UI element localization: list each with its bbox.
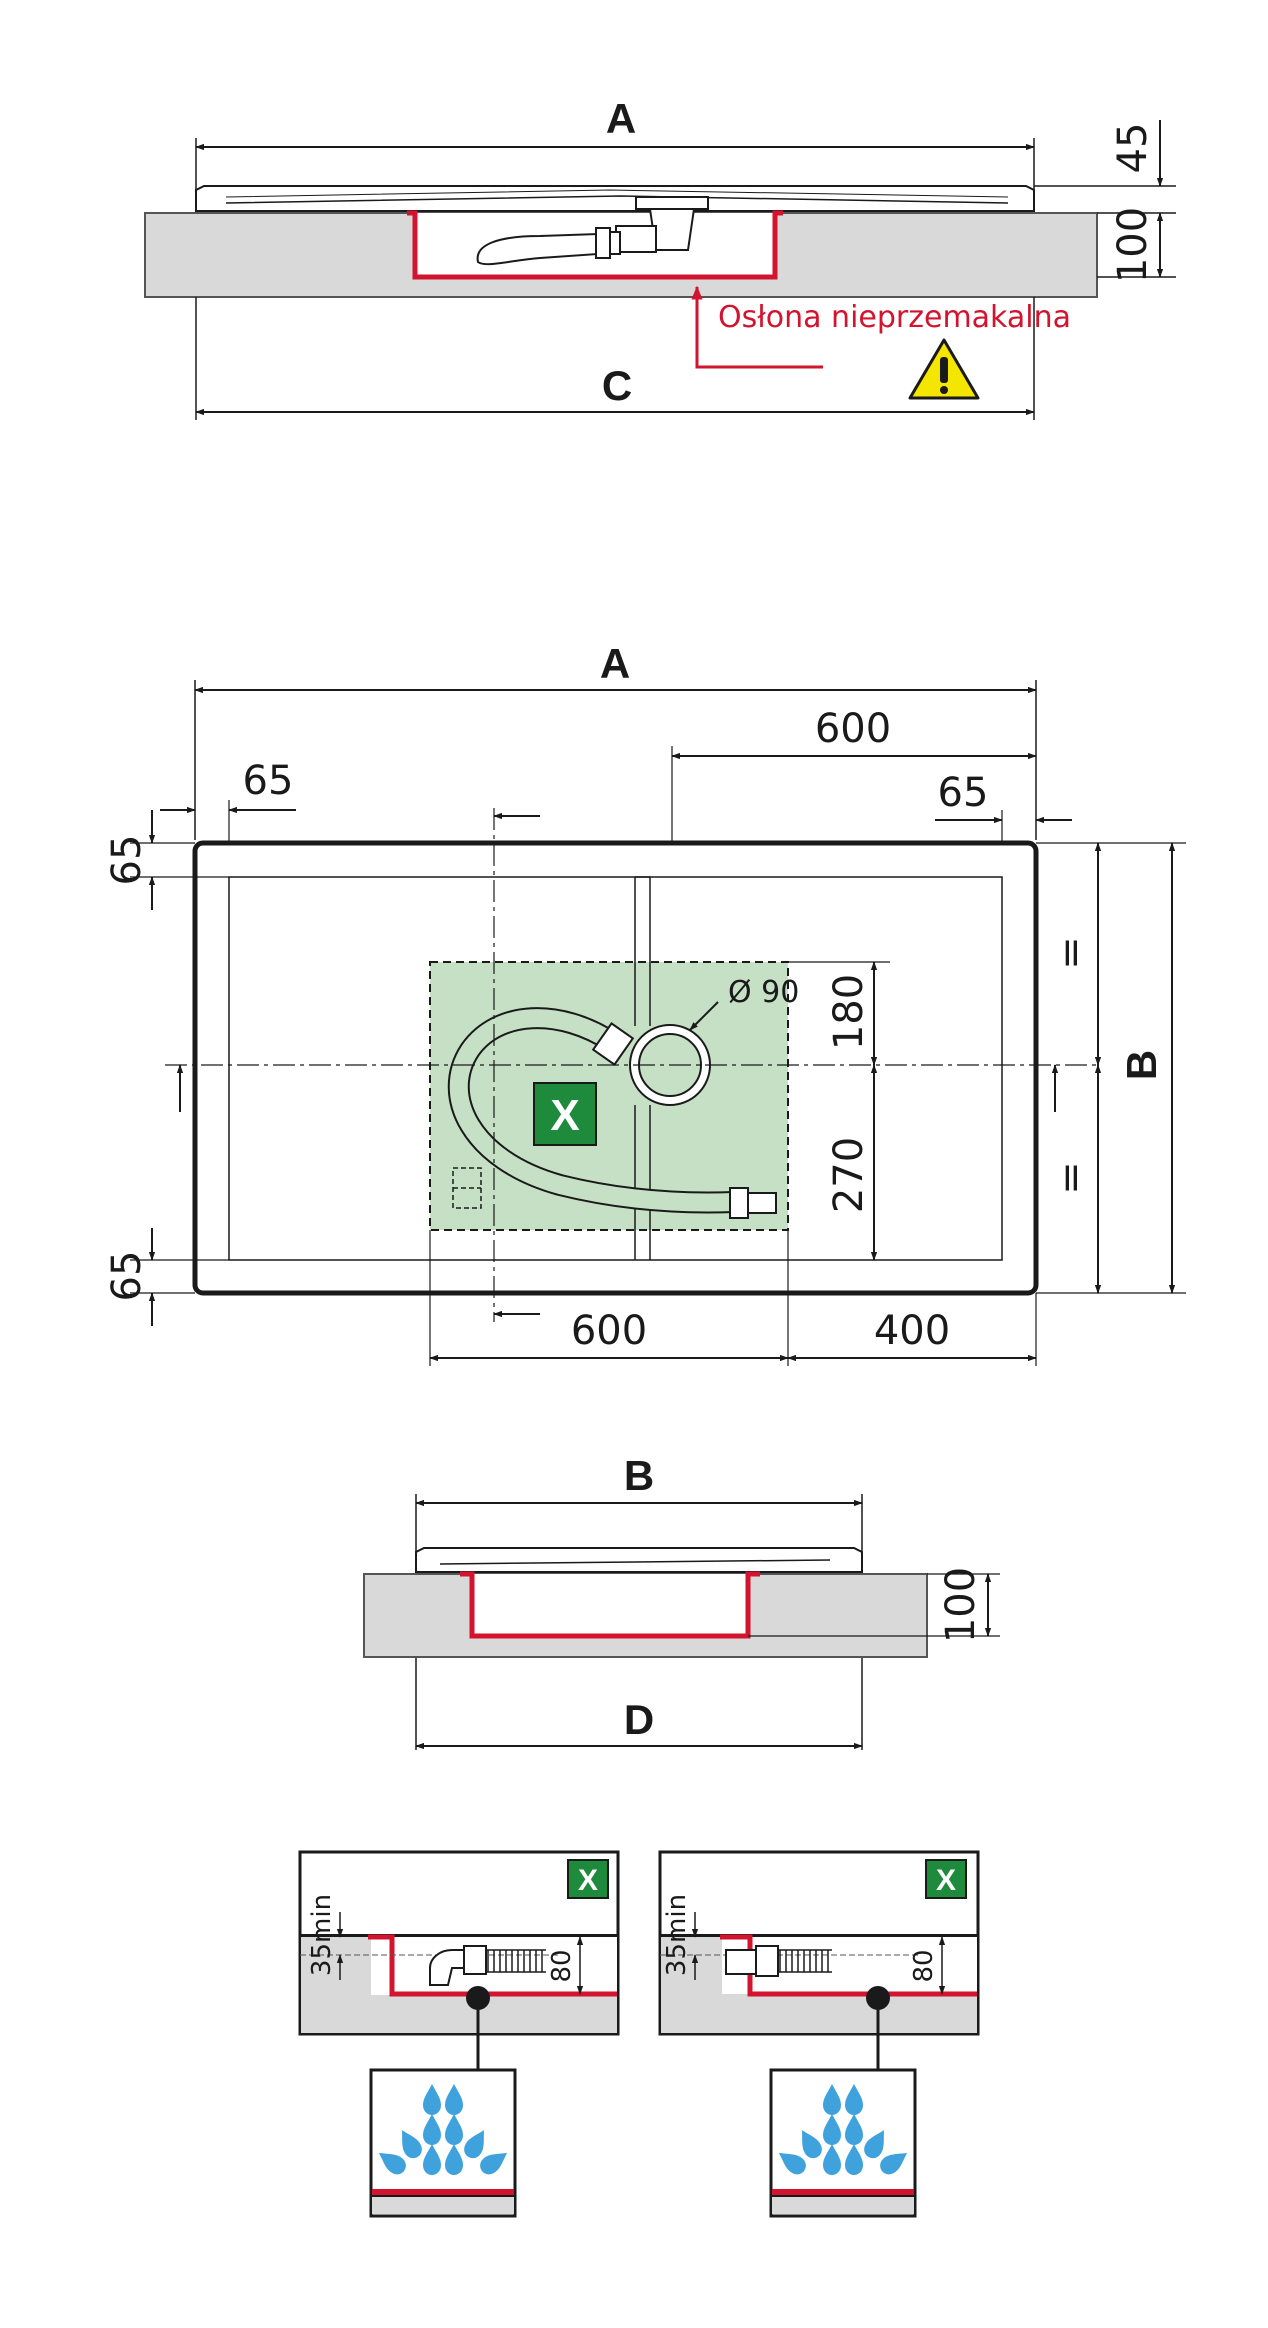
- detail-right-min-label: 35min: [662, 1894, 692, 1976]
- detail-left-badge: X: [578, 1864, 598, 1897]
- dim-drain-from-right: 600: [815, 706, 891, 752]
- zone-badge-label: X: [550, 1091, 579, 1140]
- label-d: D: [624, 1696, 654, 1743]
- side-view-short: B 100 D: [363, 1452, 1000, 1750]
- dim-recess-depth-short: 100: [938, 1567, 984, 1643]
- detail-left: 35min 80 X: [298, 1850, 620, 2218]
- zone-badge: [533, 1082, 597, 1146]
- shower-tray-profile-short: [415, 1547, 863, 1573]
- waterproof-membrane-short: [460, 1571, 760, 1639]
- dim-recess-depth-long: 100: [1110, 207, 1156, 283]
- dim-rim-right: 65: [938, 770, 989, 816]
- dim-zone-width: 600: [571, 1308, 647, 1354]
- dim-below-axis: 270: [826, 1137, 872, 1213]
- plan-view: A 600 65 65 65 65: [104, 640, 1186, 1366]
- hose-icon: [476, 227, 621, 266]
- detail-right-badge: X: [936, 1864, 956, 1897]
- detail-right: 35min 80 X: [658, 1850, 980, 2218]
- warning-text: Osłona nieprzemakalna: [718, 300, 1071, 335]
- equal-bottom: =: [1048, 1161, 1094, 1195]
- label-a-plan: A: [600, 640, 630, 687]
- dim-rim-left: 65: [243, 758, 294, 804]
- dim-zone-to-right: 400: [874, 1308, 950, 1354]
- label-a-top: A: [606, 95, 636, 142]
- label-b-plan: B: [1118, 1050, 1165, 1080]
- dim-rim-bottom: 65: [104, 1251, 150, 1302]
- detail-left-depth: 80: [547, 1949, 577, 1982]
- detail-right-depth: 80: [909, 1949, 939, 1982]
- dim-above-axis: 180: [826, 974, 872, 1050]
- dim-drain-diameter: Ø 90: [728, 975, 799, 1010]
- dim-rim-top: 65: [104, 835, 150, 886]
- shower-tray-profile-long: [195, 185, 1035, 212]
- label-c: C: [602, 362, 632, 409]
- equal-top: =: [1048, 936, 1094, 970]
- detail-left-min-label: 35min: [307, 1894, 337, 1976]
- dim-tray-height: 45: [1110, 123, 1156, 174]
- waterproof-membrane-long: [407, 210, 783, 280]
- hose-icon: [447, 1007, 777, 1219]
- label-b-side: B: [624, 1452, 654, 1499]
- warning-icon: [908, 338, 980, 400]
- side-view-long: A 45 100 Osłona nieprze: [144, 95, 1176, 420]
- tray-inner-rim: [228, 876, 1003, 1261]
